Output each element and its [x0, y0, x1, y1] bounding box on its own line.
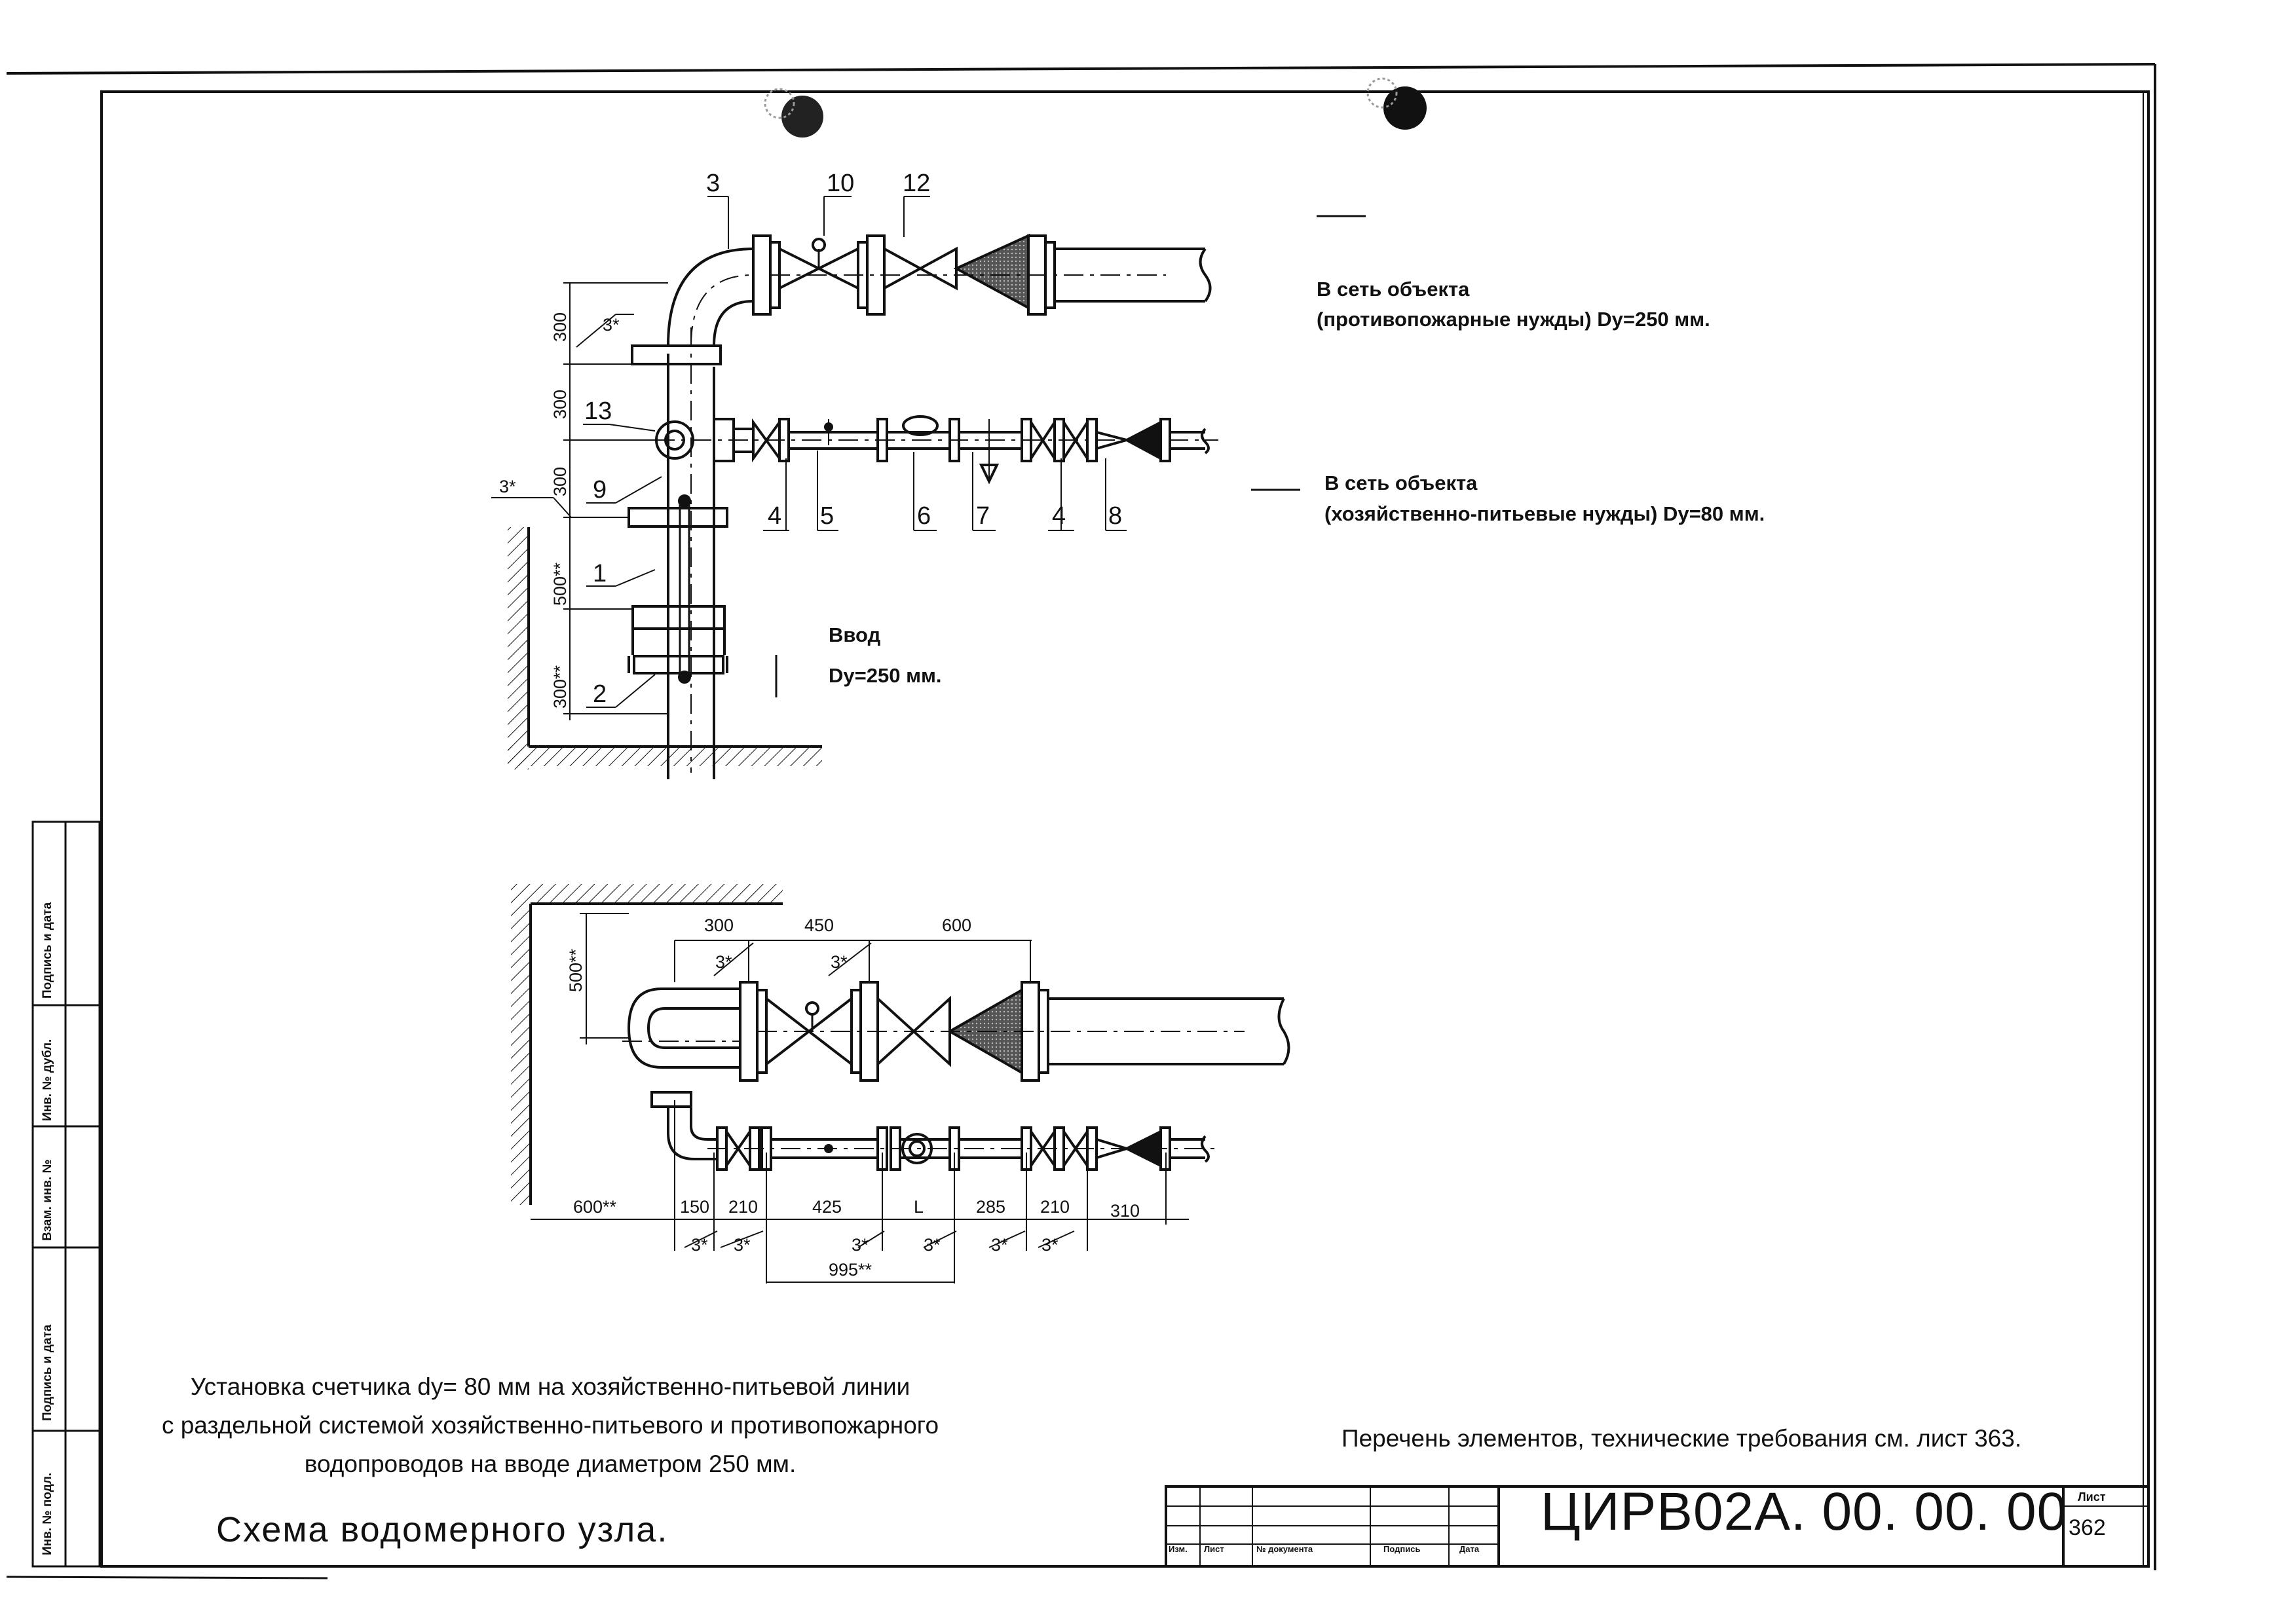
- punch-hole-left: [764, 88, 823, 138]
- inlet-line1: Ввод: [829, 623, 881, 646]
- plan-dim-150: 150: [680, 1197, 709, 1217]
- plan-dim-285: 285: [976, 1197, 1005, 1217]
- callout-7: 7: [976, 502, 990, 530]
- plan-dim-500: 500**: [566, 948, 586, 992]
- angle-left: 3*: [499, 477, 516, 496]
- plan-dim-210a: 210: [728, 1197, 758, 1217]
- domestic-outlet-line1: В сеть объекта: [1324, 471, 1478, 494]
- tb-col-sheet: Лист: [1204, 1544, 1224, 1554]
- elevation-view: [491, 196, 1366, 779]
- side-stamp-sign-date-1: Подпись и дата: [41, 1324, 54, 1421]
- tb-col-signature: Подпись: [1383, 1544, 1421, 1554]
- callout-6: 6: [917, 502, 931, 530]
- plan-angle-2: 3*: [831, 952, 848, 972]
- scheme-caption: Установка счетчика dy= 80 мм на хозяйств…: [79, 1367, 1022, 1483]
- callout-2: 2: [593, 680, 607, 708]
- caption-line-3: водопроводов на вводе диаметром 250 мм.: [304, 1450, 797, 1477]
- plan-wall-top-hatch: [511, 884, 783, 904]
- tb-col-document: № документа: [1256, 1544, 1313, 1554]
- plan-view: [511, 884, 1290, 1283]
- floor-hatch: [508, 747, 822, 766]
- tb-col-date: Дата: [1459, 1544, 1480, 1554]
- title-block: [1165, 1485, 2150, 1568]
- sheet-frame: [6, 63, 2156, 1579]
- sheet-number: 362: [2069, 1515, 2106, 1540]
- plan-dim-L: L: [914, 1197, 924, 1217]
- caption-line-1: Установка счетчика dy= 80 мм на хозяйств…: [190, 1373, 910, 1400]
- plan-dim-600: 600: [942, 915, 971, 935]
- plan-dim-300: 300: [704, 915, 734, 935]
- callout-3: 3: [706, 170, 720, 197]
- callout-4a: 4: [768, 502, 781, 530]
- callout-9: 9: [593, 476, 607, 504]
- plan-slope-3: 3*: [852, 1235, 869, 1255]
- callout-5: 5: [820, 502, 834, 530]
- plan-slope-2: 3*: [734, 1235, 751, 1255]
- plan-slope-5: 3*: [991, 1235, 1008, 1255]
- dim-300d: 300**: [550, 665, 570, 709]
- plan-slope-4: 3*: [924, 1235, 941, 1255]
- tb-col-change: Изм.: [1169, 1544, 1188, 1554]
- plan-slope-1: 3*: [691, 1235, 708, 1255]
- callout-8: 8: [1108, 502, 1122, 530]
- plan-dim-210b: 210: [1040, 1197, 1070, 1217]
- dim-300a: 300: [550, 312, 570, 342]
- callout-1: 1: [593, 560, 607, 587]
- fire-outlet-line1: В сеть объекта: [1317, 278, 1470, 301]
- punch-hole-right: [1366, 77, 1427, 130]
- callout-12: 12: [903, 170, 930, 197]
- dim-300c: 300: [550, 467, 570, 496]
- sheet-label: Лист: [2078, 1490, 2106, 1504]
- side-stamp-dup-inv: Инв. № дубл.: [41, 1039, 54, 1121]
- callout-10: 10: [827, 170, 854, 197]
- side-stamp-sign-date-2: Подпись и дата: [41, 902, 54, 999]
- elevation-labels: 3 10 12 13 9 1 2 4 5 6 7 4 8 300 300 300…: [499, 170, 1765, 709]
- plan-dim-450: 450: [804, 915, 834, 935]
- plan-dim-425: 425: [812, 1197, 842, 1217]
- callout-4b: 4: [1052, 502, 1066, 530]
- plan-dim-995: 995**: [829, 1260, 872, 1280]
- side-stamp-replace-inv: Взам. инв. №: [41, 1159, 54, 1241]
- plan-slope-6: 3*: [1041, 1235, 1059, 1255]
- document-code: ЦИРВ02А. 00. 00. 00: [1541, 1482, 2068, 1541]
- reference-note: Перечень элементов, технические требован…: [1341, 1425, 2022, 1452]
- plan-dim-310: 310: [1110, 1201, 1140, 1221]
- side-stamp-frame: [31, 821, 101, 1568]
- plan-angle-1: 3*: [715, 952, 732, 972]
- wall-hatch: [508, 527, 529, 769]
- callout-13: 13: [584, 397, 612, 425]
- angle-top: 3*: [603, 315, 620, 335]
- plan-labels: 300 450 600 500** 3* 3* 600** 150 210 42…: [566, 915, 1140, 1280]
- scheme-title: Схема водомерного узла.: [216, 1510, 669, 1549]
- dim-300b: 300: [550, 390, 570, 419]
- caption-line-2: с раздельной системой хозяйственно-питье…: [161, 1412, 939, 1439]
- domestic-outlet-line2: (хозяйственно-питьевые нужды) Dy=80 мм.: [1324, 502, 1765, 525]
- plan-dim-600b: 600**: [573, 1197, 617, 1217]
- strainer-fill: [953, 233, 1030, 310]
- inlet-line2: Dy=250 мм.: [829, 664, 942, 687]
- fire-outlet-line2: (противопожарные нужды) Dy=250 мм.: [1317, 308, 1710, 331]
- side-stamp-original-inv: Инв. № подл.: [41, 1472, 54, 1555]
- plan-wall-left-hatch: [511, 904, 531, 1205]
- dim-500: 500**: [550, 562, 570, 606]
